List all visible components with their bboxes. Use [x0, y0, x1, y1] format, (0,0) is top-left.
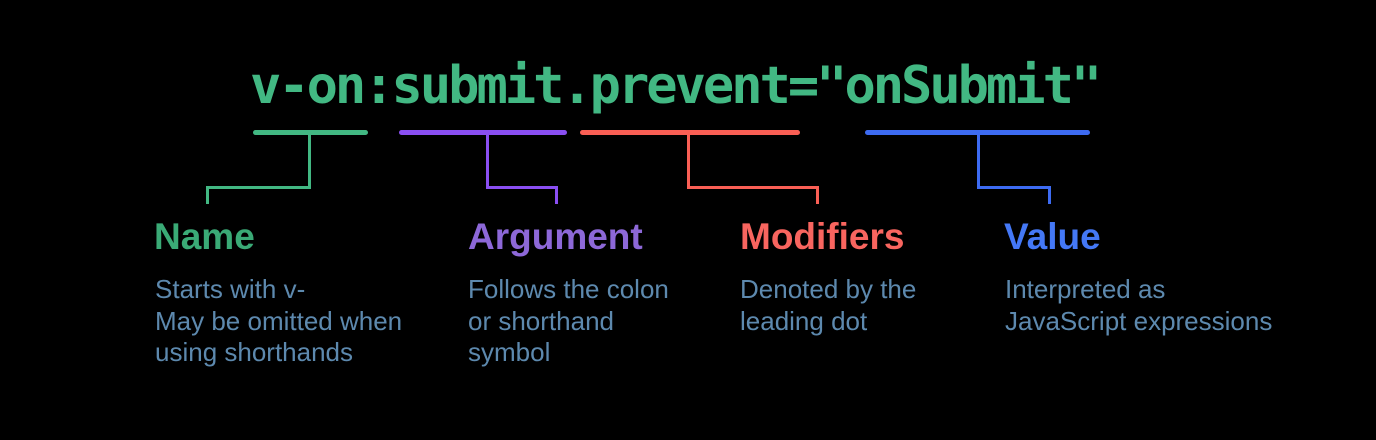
argument-connector [486, 135, 558, 189]
argument-underline [399, 130, 567, 135]
modifiers-underline [580, 130, 800, 135]
name-underline [253, 130, 368, 135]
value-connector-tick [1048, 189, 1051, 204]
value-connector [977, 135, 1051, 189]
modifiers-connector-tick [816, 189, 819, 204]
modifiers-label: Modifiers [740, 216, 905, 257]
name-label: Name [154, 216, 255, 257]
value-description: Interpreted as JavaScript expressions [1005, 274, 1273, 336]
value-label: Value [1004, 216, 1101, 257]
argument-label: Argument [468, 216, 643, 257]
name-connector [206, 135, 311, 189]
argument-description: Follows the colon or shorthand symbol [468, 274, 669, 367]
modifiers-description: Denoted by the leading dot [740, 274, 917, 336]
value-underline [865, 130, 1090, 135]
modifiers-connector [687, 135, 819, 189]
code-expression: v-on:submit.prevent="onSubmit" [250, 56, 1102, 116]
name-description: Starts with v- May be omitted when using… [155, 274, 403, 367]
argument-connector-tick [555, 189, 558, 204]
name-connector-tick [206, 189, 209, 204]
